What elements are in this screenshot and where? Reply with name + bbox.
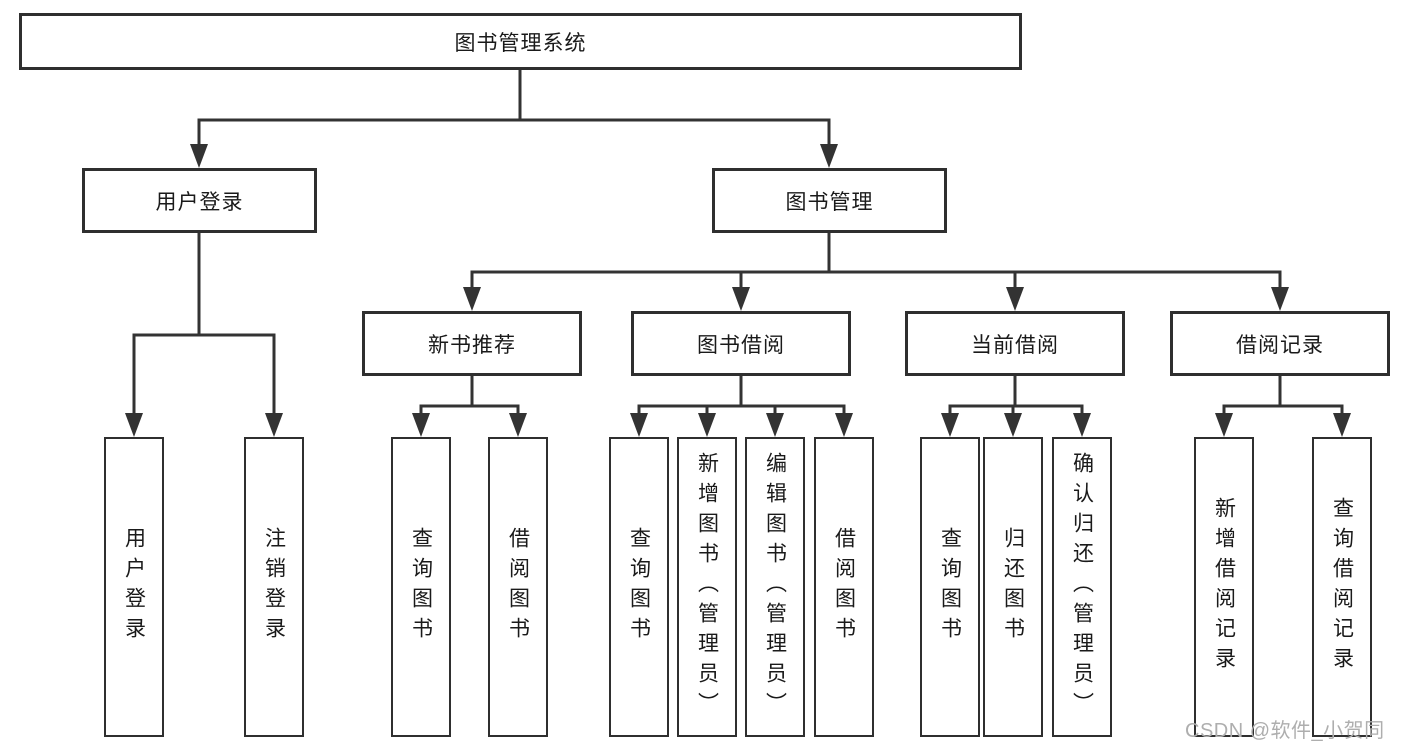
leaf-records-add-record: 新增借阅记录 [1194, 437, 1254, 737]
node-current-borrowing: 当前借阅 [905, 311, 1125, 376]
leaf-current-query-books: 查询图书 [920, 437, 980, 737]
leaf-borrow-add-books-admin: 新增图书（管理员） [677, 437, 737, 737]
leaf-borrow-edit-books-admin: 编辑图书（管理员） [745, 437, 805, 737]
leaf-borrow-query-books: 查询图书 [609, 437, 669, 737]
leaf-current-confirm-return-admin: 确认归还（管理员） [1052, 437, 1112, 737]
node-new-book-recommendation: 新书推荐 [362, 311, 582, 376]
leaf-current-return-books: 归还图书 [983, 437, 1043, 737]
node-borrowing-records: 借阅记录 [1170, 311, 1390, 376]
node-book-borrowing: 图书借阅 [631, 311, 851, 376]
leaf-recommend-borrow-books: 借阅图书 [488, 437, 548, 737]
node-book-management: 图书管理 [712, 168, 947, 233]
node-library-system: 图书管理系统 [19, 13, 1022, 70]
leaf-borrow-borrow-books: 借阅图书 [814, 437, 874, 737]
leaf-user-login: 用户登录 [104, 437, 164, 737]
leaf-logout: 注销登录 [244, 437, 304, 737]
node-user-login: 用户登录 [82, 168, 317, 233]
leaf-records-query-record: 查询借阅记录 [1312, 437, 1372, 737]
leaf-recommend-query-books: 查询图书 [391, 437, 451, 737]
